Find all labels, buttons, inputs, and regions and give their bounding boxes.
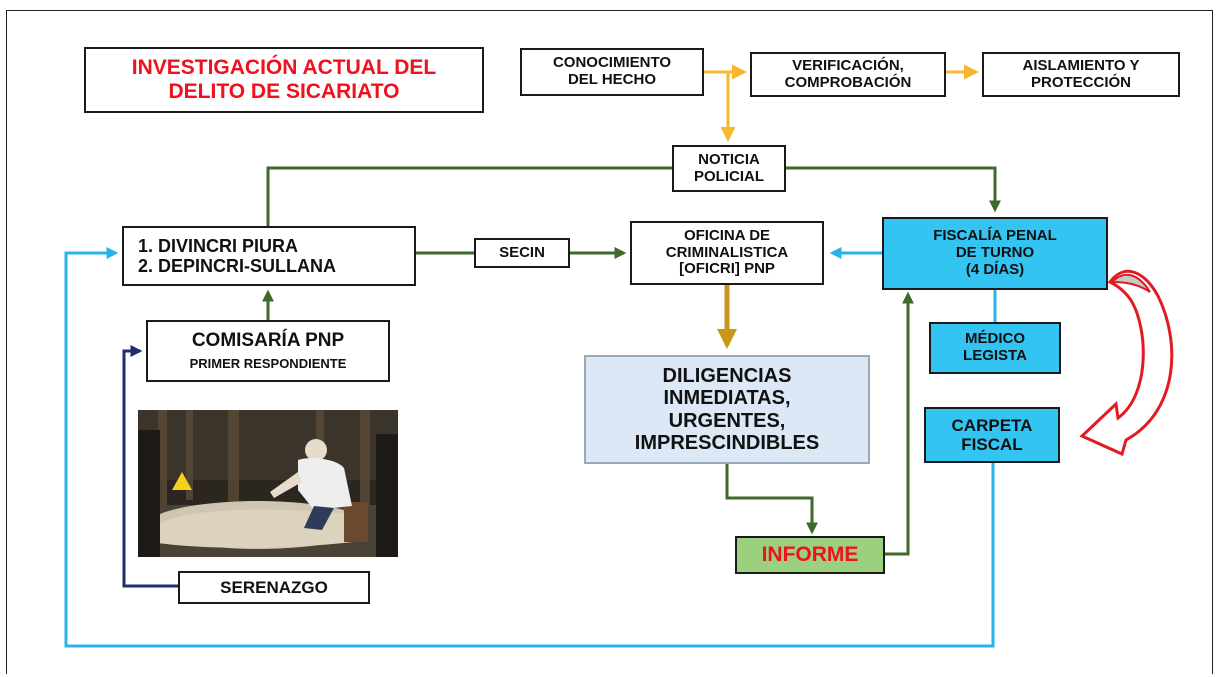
node-informe-label: INFORME <box>761 543 859 567</box>
node-comisaria-title: COMISARÍA PNP <box>191 330 345 352</box>
arrow-informe-to-fiscalia <box>885 291 914 556</box>
node-verificacion-label: VERIFICACIÓN, COMPROBACIÓN <box>784 56 912 91</box>
node-carpeta-label: CARPETA FISCAL <box>951 415 1033 454</box>
node-carpeta-fiscal: CARPETA FISCAL <box>924 407 1060 463</box>
node-secin: SECIN <box>474 238 570 268</box>
node-fiscalia: FISCALÍA PENAL DE TURNO (4 DÍAS) <box>882 217 1108 290</box>
title-line-1: INVESTIGACIÓN ACTUAL DEL <box>131 56 437 80</box>
node-medico-label: MÉDICO LEGISTA <box>963 330 1027 364</box>
yellow-connectors <box>704 64 979 142</box>
curved-arrow-fiscalia-to-carpeta <box>1079 269 1174 457</box>
node-fiscalia-label: FISCALÍA PENAL DE TURNO (4 DÍAS) <box>933 227 1057 278</box>
node-secin-label: SECIN <box>499 243 545 261</box>
arrow-diligencias-to-informe <box>725 464 818 535</box>
node-serenazgo-label: SERENAZGO <box>220 577 328 597</box>
node-noticia-policial: NOTICIA POLICIAL <box>672 145 786 192</box>
lightblue-connectors <box>64 247 997 648</box>
node-oficri-label: OFICINA DE CRIMINALISTICA [OFICRI] PNP <box>665 226 789 278</box>
node-divincri: 1. DIVINCRI PIURA 2. DEPINCRI-SULLANA <box>122 226 416 286</box>
title-line-2: DELITO DE SICARIATO <box>168 80 400 103</box>
arrow-noticia-to-fiscalia <box>786 166 1001 213</box>
node-serenazgo: SERENAZGO <box>178 571 370 604</box>
node-divincri-line-2: 2. DEPINCRI-SULLANA <box>138 256 337 276</box>
node-divincri-line-1: 1. DIVINCRI PIURA <box>138 235 299 256</box>
node-aislamiento-label: AISLAMIENTO Y PROTECCIÓN <box>1022 56 1140 91</box>
node-diligencias: DILIGENCIAS INMEDIATAS, URGENTES, IMPRES… <box>584 355 870 464</box>
node-verificacion: VERIFICACIÓN, COMPROBACIÓN <box>750 52 946 97</box>
crime-scene-illustration <box>138 410 398 557</box>
node-noticia-label: NOTICIA POLICIAL <box>694 150 764 185</box>
node-oficri: OFICINA DE CRIMINALISTICA [OFICRI] PNP <box>630 221 824 285</box>
diagram-title-box: INVESTIGACIÓN ACTUAL DEL DELITO DE SICAR… <box>84 47 484 113</box>
arrow-carpeta-to-divincri <box>64 247 995 648</box>
node-medico-legista: MÉDICO LEGISTA <box>929 322 1061 374</box>
line-noticia-to-divincri <box>266 166 674 226</box>
node-conocimiento: CONOCIMIENTO DEL HECHO <box>520 48 704 96</box>
node-diligencias-label: DILIGENCIAS INMEDIATAS, URGENTES, IMPRES… <box>634 364 820 454</box>
node-informe: INFORME <box>735 536 885 574</box>
arrow-serenazgo-to-comisaria <box>122 345 178 588</box>
node-comisaria: COMISARÍA PNP PRIMER RESPONDIENTE <box>146 320 390 382</box>
node-conocimiento-label: CONOCIMIENTO DEL HECHO <box>552 54 672 88</box>
crime-scene-photo <box>138 410 398 557</box>
node-comisaria-subtitle: PRIMER RESPONDIENTE <box>189 356 347 372</box>
diagram-frame <box>6 10 1213 674</box>
node-aislamiento: AISLAMIENTO Y PROTECCIÓN <box>982 52 1180 97</box>
green-connectors <box>262 166 1001 556</box>
